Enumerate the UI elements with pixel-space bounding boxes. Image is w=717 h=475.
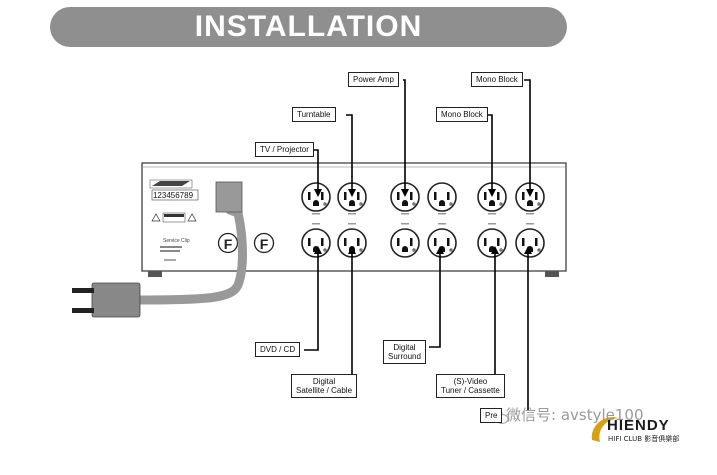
line-dvd-cd	[304, 246, 322, 351]
plug-prong-top	[72, 288, 94, 293]
outlet-caption-mark	[438, 213, 446, 215]
outlet-caption-mark	[401, 213, 409, 215]
label-digital-surround-line1: Digital	[393, 343, 416, 352]
outlet-top-1	[301, 182, 331, 212]
outlet-bottom-1	[301, 228, 331, 258]
cord-strain-relief	[215, 181, 243, 213]
line-turntable	[346, 114, 356, 197]
fuse-2: F	[253, 232, 275, 254]
outlet-bottom-3	[390, 228, 420, 258]
service-clip-text: Service Clip	[163, 238, 190, 244]
plug-prong-bottom	[72, 308, 94, 313]
label-power-amp: Power Amp	[348, 72, 399, 87]
title-banner: INSTALLATION	[50, 7, 567, 47]
hiendy-logo-icon	[591, 417, 618, 442]
line-mono-block-top	[524, 79, 534, 197]
label-mono-block-top: Mono Block	[471, 72, 523, 87]
serial-plate	[151, 189, 199, 201]
label-digital-satellite-line2: Satellite / Cable	[296, 386, 353, 395]
serial-number: 123456789	[153, 191, 194, 200]
label-svideo-line2: Tuner / Cassette	[441, 386, 500, 395]
label-mono-block: Mono Block	[436, 107, 488, 122]
label-digital-surround-line2: Surround	[388, 352, 421, 361]
power-cord	[72, 181, 247, 318]
label-digital-satellite: Digital Satellite / Cable	[291, 374, 358, 398]
brand-name: HIENDY	[607, 417, 670, 434]
outlet-bottom-6	[515, 228, 545, 258]
svg-text:F: F	[260, 236, 269, 252]
label-svideo-line1: (S)-Video	[453, 377, 488, 386]
line-power-amp	[401, 79, 409, 197]
outlet-caption-mark	[401, 223, 409, 225]
outlet-caption-mark	[348, 223, 356, 225]
outlet-caption-mark	[526, 213, 534, 215]
outlet-top-4	[427, 182, 457, 212]
brand-logo-plate	[149, 179, 193, 189]
outlet-caption-mark	[488, 213, 496, 215]
brand-sub: HIFI CLUB 影音俱樂部	[608, 435, 680, 443]
outlet-bottom-4	[427, 228, 457, 258]
label-digital-satellite-line1: Digital	[312, 377, 336, 386]
fuse-1: F	[217, 232, 239, 254]
label-svideo-tuner: (S)-Video Tuner / Cassette	[436, 374, 505, 398]
outlet-grid	[301, 182, 545, 258]
label-digital-surround: Digital Surround	[383, 340, 426, 364]
outlet-bottom-5	[477, 228, 507, 258]
outlet-caption-mark	[438, 223, 446, 225]
wechat-watermark: 微信号: avstyle100	[506, 406, 644, 424]
line-digital-surround	[429, 246, 444, 348]
foot-left	[148, 271, 162, 277]
label-pre: Pre	[480, 408, 503, 423]
page-title: INSTALLATION	[194, 10, 423, 43]
outlet-caption-mark	[312, 223, 320, 225]
svg-text:· · · · · · · ·: · · · · · · · ·	[158, 202, 172, 206]
outlet-caption-mark	[348, 213, 356, 215]
label-tv-projector: TV / Projector	[255, 142, 314, 157]
outlet-caption-mark	[526, 223, 534, 225]
svg-text:F: F	[224, 236, 233, 252]
line-mono-block	[488, 114, 496, 197]
label-turntable: Turntable	[292, 107, 336, 122]
warning-label	[151, 212, 197, 223]
outlet-top-5	[477, 182, 507, 212]
power-plug	[91, 282, 141, 318]
foot-right	[545, 271, 559, 277]
label-dvd-cd: DVD / CD	[255, 342, 301, 357]
outlet-caption-mark	[488, 223, 496, 225]
outlet-caption-mark	[312, 213, 320, 215]
